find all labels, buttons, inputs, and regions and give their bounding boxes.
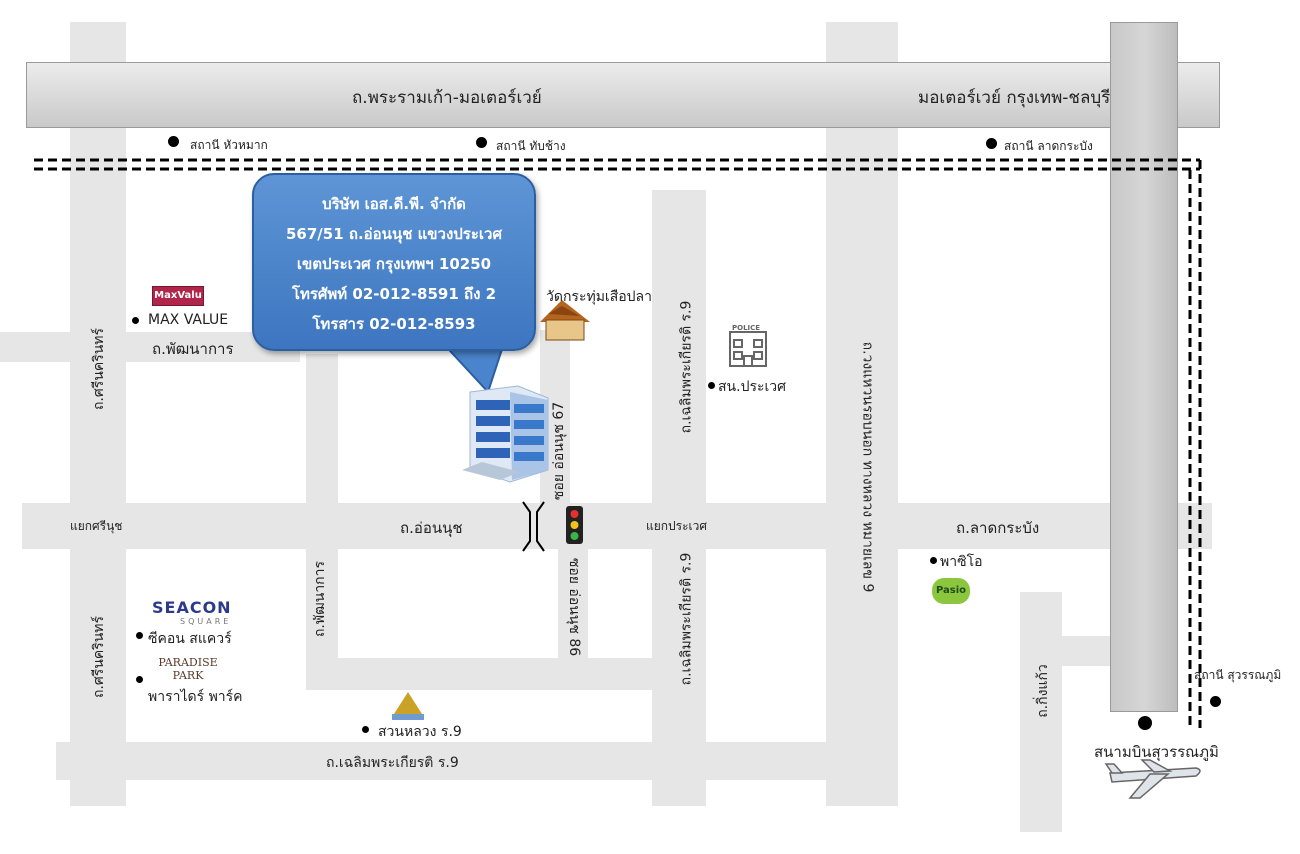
road-king-kaew (1020, 592, 1062, 832)
station-thap-chang-dot (476, 137, 487, 148)
road-phatthanakan-label: ถ.พัฒนาการ (152, 340, 234, 358)
station-suvarnabhumi-label: สถานี สุวรรณภูมิ (1194, 668, 1282, 682)
suan-luang-dot (362, 726, 369, 733)
temple-icon (540, 300, 590, 341)
paradise-label: พาราไดร์ พาร์ค (148, 689, 243, 705)
road-phatthanakan-vertical (306, 354, 338, 684)
station-suvarnabhumi-dot (1210, 696, 1221, 707)
maxvalue-label: MAX VALUE (148, 312, 229, 328)
airport-label: สนามบินสุวรรณภูมิ (1094, 743, 1219, 761)
station-hua-mak-label: สถานี หัวหมาก (190, 138, 268, 152)
road-king-kaew-link (1040, 636, 1120, 666)
pasio-label: พาซิโอ (940, 554, 983, 570)
station-thap-chang-label: สถานี ทับช้าง (496, 139, 566, 153)
company-fax: โทรสาร 02-012-8593 (312, 315, 476, 333)
highway-rama9-label: ถ.พระรามเก้า-มอเตอร์เวย์ (352, 88, 542, 108)
junction-srinut-label: แยกศรีนุช (70, 519, 123, 533)
suan-luang-label: สวนหลวง ร.9 (378, 724, 462, 740)
traffic-light-icon (566, 506, 583, 544)
seacon-label: ซีคอน สแควร์ (148, 631, 232, 647)
road-ring-road (826, 22, 898, 806)
pasio-dot (930, 557, 937, 564)
highway-rama9 (26, 62, 1220, 128)
station-lat-krabang-dot (986, 138, 997, 149)
paradise-dot (136, 676, 143, 683)
company-address-line1: 567/51 ถ.อ่อนนุช แขวงประเวศ (286, 225, 502, 243)
junction-prawet-label: แยกประเวศ (646, 519, 707, 533)
road-ring-road-label: ถ.วงแหวนรอบนอก ทางหลวง หมายเลข 9 (859, 341, 876, 593)
pasio-logo: Pasio (932, 578, 970, 604)
temple-label: วัดกระทุ่มเสือปลา (546, 289, 652, 305)
airplane-icon (1104, 759, 1201, 799)
highway-motorway-vertical (1110, 22, 1178, 712)
maxvalue-logo: MaxValu (152, 286, 204, 306)
road-on-nut-label: ถ.อ่อนนุช (400, 519, 463, 537)
highway-motorway-label: มอเตอร์เวย์ กรุงเทพ-ชลบุรี (918, 88, 1111, 108)
airport-dot (1138, 716, 1152, 730)
seacon-dot (136, 632, 143, 639)
road-soi86-label: ซอย อ่อนนุช 86 (566, 557, 583, 657)
police-label: สน.ประเวศ (718, 379, 787, 395)
station-hua-mak-dot (168, 136, 179, 147)
police-dot (708, 382, 715, 389)
company-address-line2: เขตประเวศ กรุงเทพฯ 10250 (296, 255, 492, 273)
airport-rail-link (34, 158, 1202, 728)
road-chaloem-r9-bottom (56, 742, 832, 780)
company-name: บริษัท เอส.ดี.พี. จำกัด (322, 195, 466, 213)
pavilion-icon (392, 692, 424, 720)
road-soi86 (558, 546, 588, 660)
road-phatthanakan-vertical-label: ถ.พัฒนาการ (312, 560, 329, 638)
police-sign: POLICE (732, 324, 761, 332)
station-lat-krabang-label: สถานี ลาดกระบัง (1004, 139, 1093, 153)
road-phatthanakan-upper (0, 332, 300, 362)
road-srinakarin-label-top: ถ.ศรีนครินทร์ (91, 327, 108, 411)
police-station-icon (729, 331, 767, 367)
paradise-logo: PARADISE PARK (158, 656, 218, 682)
road-phatthanakan-lower (306, 658, 690, 690)
road-soi67-label: ซอย อ่อนนุช 67 (551, 401, 568, 501)
office-building-icon (462, 385, 549, 483)
seacon-logo-sub: SQUARE (180, 617, 232, 626)
road-chaloem-r9-vertical (652, 190, 706, 806)
road-lat-krabang-label: ถ.ลาดกระบัง (956, 519, 1040, 537)
road-king-kaew-label: ถ.กิ่งแก้ว (1034, 664, 1051, 718)
road-on-nut (22, 503, 1212, 549)
bridge-icon (522, 501, 545, 552)
company-info-bubble: บริษัท เอส.ดี.พี. จำกัด 567/51 ถ.อ่อนนุช… (252, 173, 536, 351)
seacon-logo-text: SEACON (152, 598, 232, 617)
road-chaloem-r9-upper-label: ถ.เฉลิมพระเกียรติ ร.9 (678, 300, 695, 434)
maxvalue-dot (132, 317, 139, 324)
road-chaloem-r9-middle-label: ถ.เฉลิมพระเกียรติ ร.9 (678, 552, 695, 686)
road-srinakarin-label-bottom: ถ.ศรีนครินทร์ (91, 615, 108, 699)
road-chaloem-r9-bottom-label: ถ.เฉลิมพระเกียรติ ร.9 (326, 755, 459, 771)
seacon-logo: SEACON SQUARE (152, 598, 232, 626)
road-srinakarin (70, 22, 126, 806)
company-phone: โทรศัพท์ 02-012-8591 ถึง 2 (291, 285, 497, 303)
